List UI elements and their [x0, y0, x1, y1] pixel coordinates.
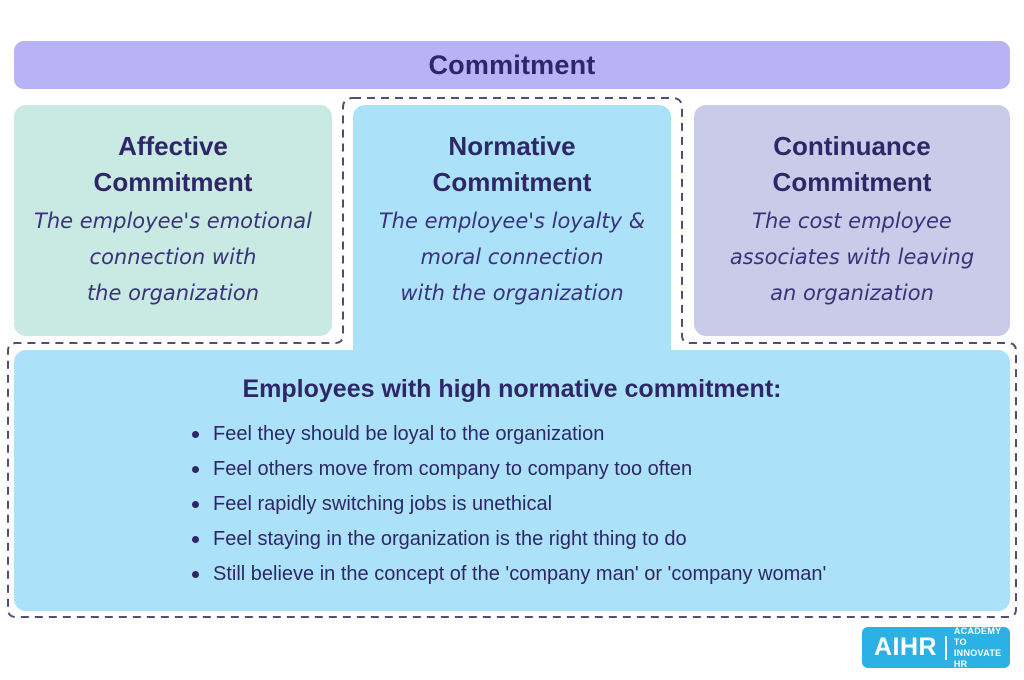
aihr-logo-tagline: ACADEMY TO INNOVATE HR — [953, 625, 1002, 669]
bullet-text: Still believe in the concept of the 'com… — [213, 563, 827, 585]
header-bar: Commitment — [14, 41, 1010, 89]
aihr-logo-wordmark: AIHR — [874, 633, 938, 661]
bullet-text: Feel rapidly switching jobs is unethical — [213, 493, 553, 515]
bullet-item: Feel others move from company to company… — [192, 452, 990, 487]
card-affective-commitment: Affective Commitment The employee's emot… — [14, 105, 332, 336]
bullet-item: Feel staying in the organization is the … — [192, 522, 990, 557]
bullet-dot-icon — [192, 536, 199, 543]
continuance-heading: Continuance Commitment — [772, 131, 932, 197]
page-title: Commitment — [428, 49, 596, 80]
bullet-text: Feel others move from company to company… — [213, 458, 693, 480]
card-continuance-commitment: Continuance Commitment The cost employee… — [694, 105, 1010, 336]
bullet-dot-icon — [192, 466, 199, 473]
normative-heading: Normative Commitment — [432, 131, 592, 197]
bullet-dot-icon — [192, 501, 199, 508]
aihr-logo: AIHR ACADEMY TO INNOVATE HR — [862, 625, 1010, 669]
bullet-item: Still believe in the concept of the 'com… — [192, 557, 990, 592]
normative-detail-panel: Employees with high normative commitment… — [14, 350, 1010, 611]
bullet-item: Feel rapidly switching jobs is unethical — [192, 487, 990, 522]
logo-divider — [945, 635, 947, 660]
normative-description: The employee's loyalty & moral connectio… — [378, 209, 646, 305]
panel-bullet-list: Feel they should be loyal to the organiz… — [14, 417, 1010, 592]
panel-heading: Employees with high normative commitment… — [242, 375, 782, 403]
bullet-item: Feel they should be loyal to the organiz… — [192, 417, 990, 452]
continuance-description: The cost employee associates with leavin… — [729, 209, 975, 305]
affective-heading: Affective Commitment — [93, 131, 253, 197]
bullet-dot-icon — [192, 431, 199, 438]
bullet-text: Feel staying in the organization is the … — [213, 528, 687, 550]
affective-description: The employee's emotional connection with… — [34, 209, 312, 305]
bullet-text: Feel they should be loyal to the organiz… — [213, 423, 605, 445]
card-normative-commitment: Normative Commitment The employee's loya… — [353, 105, 671, 355]
bullet-dot-icon — [192, 571, 199, 578]
